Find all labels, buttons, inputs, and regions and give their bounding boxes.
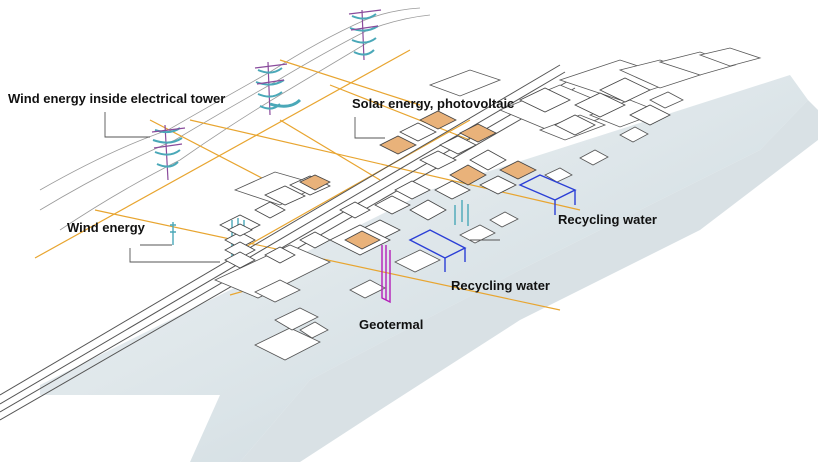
label-wind-energy: Wind energy <box>67 220 145 235</box>
label-solar: Solar energy, photovoltaic <box>352 96 515 111</box>
recycling-water-2 <box>408 229 467 272</box>
wind-tower-stack <box>224 223 256 269</box>
label-geotermal: Geotermal <box>359 317 424 332</box>
electrical-tower-3 <box>348 9 382 61</box>
label-wind-tower: Wind energy inside electrical tower <box>8 91 226 106</box>
ground-plane <box>40 75 818 462</box>
geothermal-probe <box>381 245 391 304</box>
label-recycling-water-1: Recycling water <box>558 212 657 227</box>
label-recycling-water-2: Recycling water <box>451 278 550 293</box>
recycling-water-1 <box>518 174 577 215</box>
leader-lines <box>104 112 500 263</box>
electrical-tower-2 <box>254 61 302 116</box>
electrical-tower-1 <box>151 124 186 181</box>
